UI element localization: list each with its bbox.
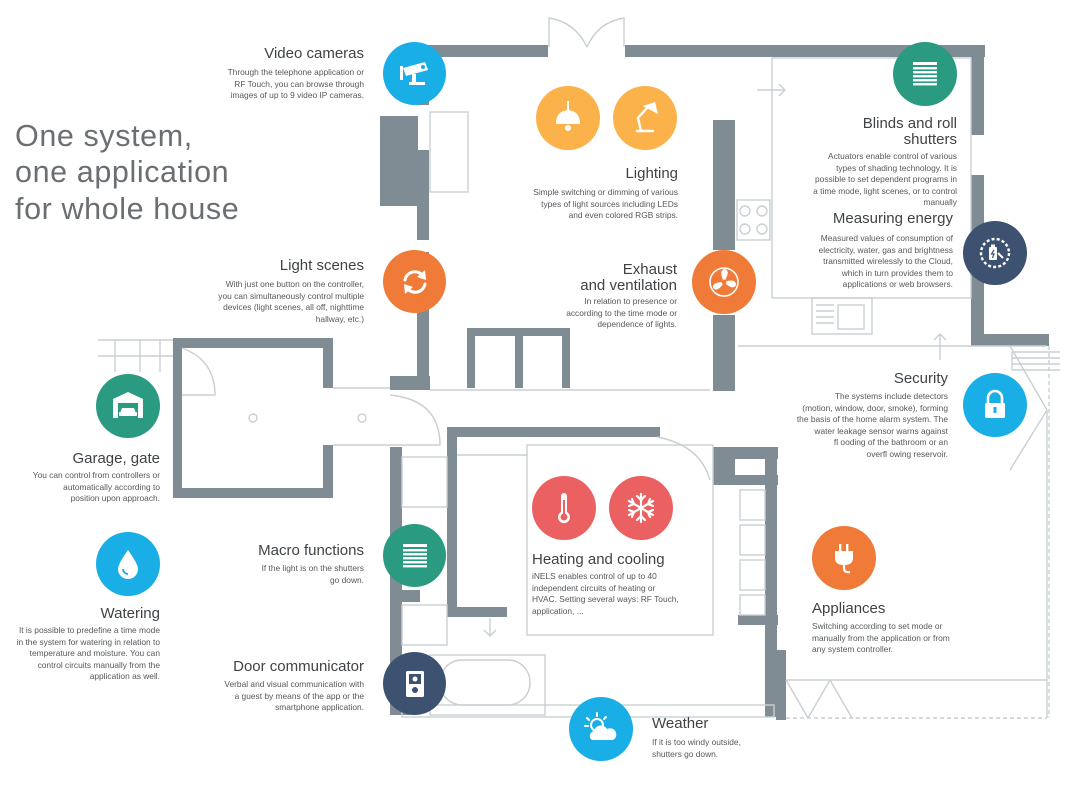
garage-badge[interactable] bbox=[96, 374, 160, 438]
weather-description: If it is too windy outside, shutters go … bbox=[652, 737, 741, 759]
thin-lines bbox=[98, 17, 1060, 720]
garage-car-icon bbox=[113, 392, 143, 418]
macro-functions-title: Macro functions bbox=[258, 542, 364, 559]
security-badge[interactable] bbox=[963, 373, 1027, 437]
weather-title: Weather bbox=[652, 715, 709, 732]
security-title: Security bbox=[893, 370, 948, 387]
blinds-badge[interactable] bbox=[893, 42, 957, 106]
video-cameras-title: Video cameras bbox=[264, 45, 364, 62]
weather-badge[interactable] bbox=[569, 697, 633, 761]
desk-lamp-icon bbox=[635, 102, 658, 133]
heating-badge[interactable] bbox=[532, 476, 596, 540]
lighting-ceiling-badge[interactable] bbox=[536, 86, 600, 150]
light-scenes-badge[interactable] bbox=[383, 250, 446, 313]
measuring-energy-badge[interactable] bbox=[963, 221, 1027, 285]
light-scenes-description: With just one button on the controller, … bbox=[218, 279, 364, 324]
fan-icon bbox=[709, 267, 739, 297]
blinds-icon bbox=[913, 62, 937, 86]
door-communicator-description: Verbal and visual communication with a g… bbox=[224, 679, 364, 713]
headline: One system, one application for whole ho… bbox=[15, 118, 239, 227]
refresh-arrows-icon bbox=[403, 269, 426, 294]
exhaust-title: Exhaust and ventilation bbox=[580, 261, 677, 294]
door-communicator-badge[interactable] bbox=[383, 652, 446, 715]
headline-line-3: for whole house bbox=[15, 191, 240, 226]
measuring-energy-title: Measuring energy bbox=[832, 210, 953, 227]
sun-cloud-icon bbox=[584, 712, 617, 740]
cooling-badge[interactable] bbox=[609, 476, 673, 540]
exhaust-badge[interactable] bbox=[692, 250, 756, 314]
lighting-description: Simple switching or dimming of various t… bbox=[533, 187, 678, 221]
water-drop-icon bbox=[118, 550, 138, 579]
snowflake-icon bbox=[627, 492, 655, 524]
video-cameras-badge[interactable] bbox=[383, 42, 446, 105]
blinds-icon bbox=[402, 543, 427, 567]
garage-title: Garage, gate bbox=[72, 450, 160, 467]
energy-meter-icon bbox=[979, 237, 1011, 269]
intercom-icon bbox=[405, 670, 424, 697]
appliances-title: Appliances bbox=[812, 600, 886, 617]
thermometer-icon bbox=[558, 493, 570, 524]
blinds-description: Actuators enable control of various type… bbox=[813, 151, 957, 208]
headline-line-1: One system, bbox=[15, 119, 193, 153]
macro-functions-badge[interactable] bbox=[383, 524, 446, 587]
lighting-title: Lighting bbox=[625, 165, 678, 182]
blinds-title: Blinds and roll shutters bbox=[862, 115, 957, 148]
light-scenes-title: Light scenes bbox=[279, 257, 364, 274]
watering-badge[interactable] bbox=[96, 532, 160, 596]
watering-description: It is possible to predefine a time mode … bbox=[16, 625, 160, 682]
appliances-badge[interactable] bbox=[812, 526, 876, 590]
watering-title: Watering bbox=[100, 605, 160, 622]
heating-description: iNELS enables control of up to 40 indepe… bbox=[532, 571, 679, 616]
lighting-desk-badge[interactable] bbox=[613, 86, 677, 150]
garage-description: You can control from controllers or auto… bbox=[32, 470, 160, 504]
macro-functions-description: If the light is on the shutters go down. bbox=[261, 563, 364, 585]
heating-title: Heating and cooling bbox=[532, 551, 665, 568]
exhaust-description: In relation to presence or according to … bbox=[566, 296, 677, 330]
video-cameras-description: Through the telephone application or RF … bbox=[227, 67, 364, 101]
padlock-icon bbox=[985, 389, 1005, 418]
appliances-description: Switching according to set mode or manua… bbox=[812, 621, 950, 655]
measuring-energy-description: Measured values of consumption of electr… bbox=[818, 233, 953, 290]
ceiling-lamp-icon bbox=[556, 101, 580, 131]
door-communicator-title: Door communicator bbox=[233, 658, 364, 675]
security-description: The systems include detectors (motion, w… bbox=[796, 391, 948, 459]
security-camera-icon bbox=[399, 61, 428, 85]
plug-icon bbox=[835, 544, 853, 574]
headline-line-2: one application bbox=[15, 155, 230, 190]
